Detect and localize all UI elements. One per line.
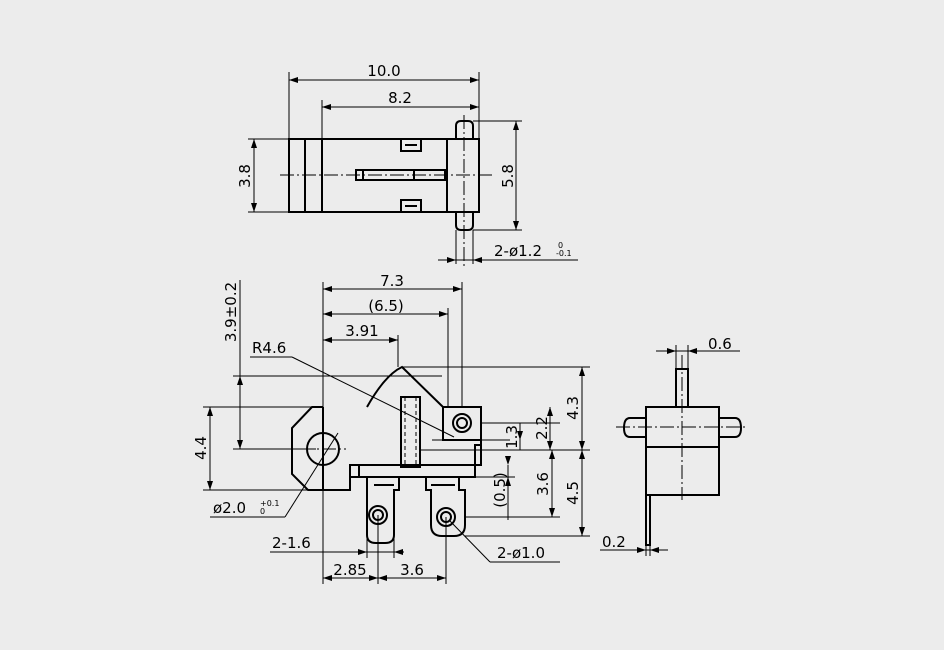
dim-0-5: (0.5) — [491, 472, 509, 508]
dim-2-85: 2.85 — [333, 561, 366, 579]
dim-3-8: 3.8 — [236, 164, 254, 188]
dim-2-dia-1-0: 2-ø1.0 — [497, 544, 545, 562]
dim-1-3: 1.3 — [503, 425, 521, 449]
tol-upper-1-2: 0 — [558, 241, 563, 250]
dim-3-6-horizontal: 3.6 — [400, 561, 424, 579]
terminal-left — [366, 477, 400, 544]
front-view-arc — [366, 365, 444, 408]
side-terminal — [645, 494, 651, 546]
dim-dia-2-0: ø2.0 — [213, 499, 246, 517]
dim-8-2: 8.2 — [388, 89, 412, 107]
dim-3-6-vertical: 3.6 — [534, 472, 552, 496]
side-pin-right — [719, 417, 743, 438]
side-view: 0.6 0.2 — [600, 335, 748, 556]
dim-4-3: 4.3 — [564, 396, 582, 420]
dim-0-2: 0.2 — [602, 533, 626, 551]
tol-lower-2-0: 0 — [260, 507, 265, 516]
top-view-body — [288, 138, 480, 213]
dim-4-4: 4.4 — [192, 436, 210, 460]
dim-7-3: 7.3 — [380, 272, 404, 290]
tol-upper-2-0: +0.1 — [260, 499, 279, 508]
dim-2-2: 2.2 — [533, 416, 551, 440]
dim-6-5: (6.5) — [368, 297, 404, 315]
dim-4-5: 4.5 — [564, 481, 582, 505]
dim-0-6: 0.6 — [708, 335, 732, 353]
dim-3-9: 3.9±0.2 — [222, 282, 240, 342]
dim-2-1-6: 2-1.6 — [272, 534, 311, 552]
dim-3-91: 3.91 — [345, 322, 378, 340]
tol-lower-1-2: -0.1 — [556, 249, 572, 258]
front-view: 7.3 (6.5) 3.91 R4.6 3.9±0.2 4.4 — [192, 272, 590, 584]
dim-2-dia-1-2: 2-ø1.2 — [494, 242, 542, 260]
front-pin-block — [442, 406, 482, 441]
terminal-right — [425, 477, 466, 537]
dim-10-0: 10.0 — [367, 62, 400, 80]
dim-5-8: 5.8 — [499, 164, 517, 188]
side-pin-left — [622, 417, 646, 438]
dim-r4-6: R4.6 — [252, 339, 286, 357]
top-view: 10.0 8.2 3.8 5.8 2-ø1.2 0 -0.1 — [236, 62, 578, 268]
